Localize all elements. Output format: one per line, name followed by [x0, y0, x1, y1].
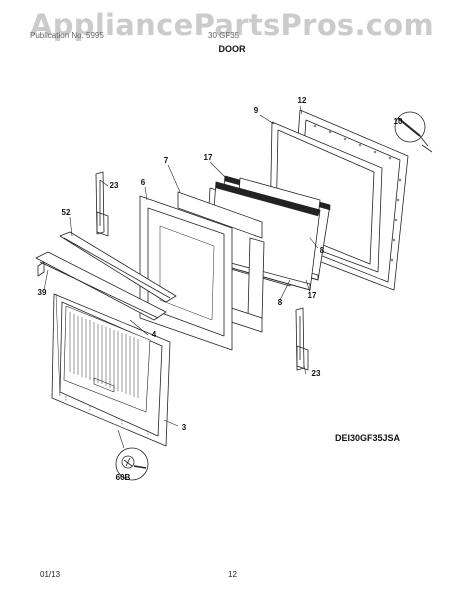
section-title: DOOR — [218, 44, 246, 54]
callout-23-lower: 23 — [312, 369, 321, 378]
watermark: AppliancePartsPros.com — [29, 8, 435, 42]
hinge-lower — [295, 307, 309, 371]
screw-10 — [394, 111, 433, 153]
callout-8-rear: 8 — [320, 246, 325, 255]
callout-12: 12 — [298, 96, 307, 105]
door-trim — [59, 231, 177, 303]
screw-60b — [115, 447, 149, 481]
model-number: DEI30GF35JSA — [335, 433, 401, 443]
callout-17-front: 17 — [308, 291, 317, 300]
callout-3: 3 — [182, 423, 187, 432]
callout-60b: 60B — [116, 473, 131, 482]
leader-lines — [43, 105, 319, 449]
callout-labels: 7 17 9 12 10 6 23 52 39 4 3 8 8 17 23 60… — [38, 96, 403, 482]
callout-39: 39 — [38, 288, 47, 297]
callout-17-rear: 17 — [204, 153, 213, 162]
callout-23-upper: 23 — [110, 181, 119, 190]
callout-8-front: 8 — [278, 298, 283, 307]
publication-number: Publication No. 5995 — [30, 31, 104, 40]
callout-7: 7 — [164, 156, 169, 165]
door-glass-panel — [63, 305, 151, 413]
callout-10: 10 — [394, 117, 403, 126]
footer-page-number: 12 — [228, 570, 237, 579]
callout-52: 52 — [62, 208, 71, 217]
model-series: 30 GF35 — [208, 31, 240, 40]
callout-9: 9 — [254, 106, 259, 115]
door-handle — [35, 251, 167, 321]
footer-date: 01/13 — [40, 570, 61, 579]
callout-4: 4 — [152, 330, 157, 339]
fastener-markers — [65, 396, 149, 436]
callout-6: 6 — [141, 178, 146, 187]
hinge-upper — [95, 171, 109, 237]
